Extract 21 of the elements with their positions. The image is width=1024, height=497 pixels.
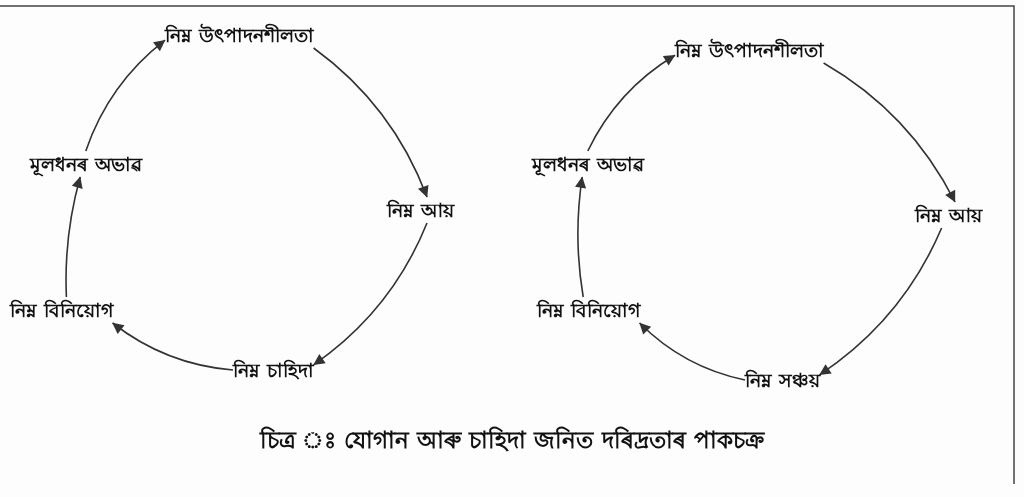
arrow: [65, 176, 83, 298]
stage-label: মূলধনৰ অভাৱ: [532, 151, 644, 177]
stage-label: নিম্ন উৎপাদনশীলতা: [675, 37, 824, 63]
arrow: [638, 322, 746, 381]
stage-label: নিম্ন বিনিয়োগ: [10, 297, 113, 323]
stage-label: মূলধনৰ অভাৱ: [30, 151, 142, 177]
arrow: [575, 176, 587, 298]
arrow: [111, 322, 234, 371]
stage-label: নিম্ন সঞ্চয়: [745, 367, 820, 393]
arrow: [822, 62, 956, 203]
stage-label: নিম্ন চাহিদা: [233, 357, 314, 383]
arrow: [818, 227, 943, 376]
arrow: [312, 47, 429, 198]
stage-label: নিম্ন বিনিয়োগ: [537, 297, 640, 323]
stage-label: নিম্ন উৎপাদনশীলতা: [165, 22, 314, 48]
arrow: [587, 54, 676, 152]
arrow: [85, 39, 166, 152]
arrow: [312, 222, 428, 366]
figure-caption: চিত্ৰ ঃ যোগান আৰু চাহিদা জনিত দৰিদ্ৰতাৰ পাকচক্ৰ: [260, 427, 764, 453]
stage-label: নিম্ন আয়: [915, 202, 982, 228]
stage-label: নিম্ন আয়: [387, 197, 454, 223]
